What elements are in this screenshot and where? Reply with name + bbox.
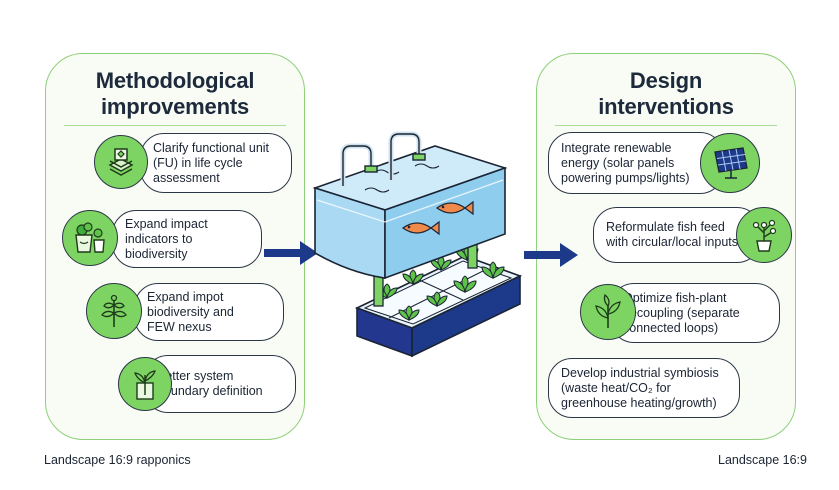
item-text-line: (waste heat/CO₂ for [561, 380, 671, 395]
item-system-boundary: Better system boundary definition [144, 355, 296, 413]
title-divider [555, 125, 777, 127]
item-text-line: Reformulate fish feed [606, 220, 725, 234]
branching-plant-icon [86, 283, 142, 339]
item-text-line: decoupling (separate [623, 305, 740, 320]
item-text-line: Better system [157, 369, 234, 383]
item-text-line: connected loops) [623, 320, 719, 335]
aquaponics-system-illustration [312, 131, 523, 358]
water-pipes [340, 131, 426, 186]
panel-title-methodological: Methodological improvements [46, 68, 304, 120]
plants [376, 243, 505, 321]
item-decoupling: Optimize fish-plant decoupling (separate… [610, 283, 780, 343]
item-functional-unit: Clarify functional unit (FU) in life cyc… [140, 133, 292, 193]
plant-in-container-icon [118, 357, 172, 411]
item-renewable-energy: Integrate renewable energy (solar panels… [548, 132, 724, 194]
item-text-line: indicators to [125, 231, 193, 246]
right-arrow-icon [524, 243, 578, 267]
item-text-line: Develop industrial symbiosis [561, 365, 719, 380]
item-text-line: Optimize fish-plant [623, 290, 727, 305]
right-arrow-icon [264, 241, 318, 265]
stacked-layers-icon [94, 135, 148, 189]
panel-title-design: Design interventions [537, 68, 795, 120]
item-text-line: biodiversity and [147, 304, 234, 319]
item-text-line: Expand impact [125, 216, 208, 231]
item-text-line: with circular/local inputs [606, 235, 738, 249]
solar-panel-icon [700, 133, 760, 193]
panel-title-line-2: improvements [101, 94, 249, 119]
item-text-line: Expand impot [147, 289, 224, 304]
item-text-line: energy (solar panels [561, 155, 675, 170]
caption-bottom-left: Landscape 16:9 rapponics [44, 453, 191, 467]
item-text-line: greenhouse heating/growth) [561, 395, 717, 410]
item-impact-indicators: Expand impact indicators to biodiversity [112, 210, 262, 268]
title-divider [64, 125, 286, 127]
panel-title-line-1: Methodological [95, 68, 255, 93]
item-few-nexus: Expand impot biodiversity and FEW nexus [134, 283, 284, 341]
fish-tank [312, 145, 508, 280]
panel-title-line-1: Design [629, 68, 703, 93]
item-text-line: boundary definition [157, 384, 263, 398]
item-industrial-symbiosis: Develop industrial symbiosis (waste heat… [548, 358, 740, 418]
caption-bottom-right: Landscape 16:9 [718, 453, 807, 467]
item-text-line: Clarify functional unit [153, 140, 270, 155]
item-fish-feed: Reformulate fish feed with circular/loca… [593, 207, 761, 263]
item-text-line: powering pumps/lights) [561, 170, 690, 185]
potted-plants-icon [62, 210, 118, 266]
fish [401, 200, 474, 236]
item-text-line: FEW nexus [147, 319, 212, 334]
panel-title-line-2: interventions [598, 94, 734, 119]
item-text-line: assessment [153, 170, 220, 185]
item-text-line: biodiversity [125, 246, 188, 261]
sprouting-pot-icon [736, 207, 792, 263]
item-text-line: Integrate renewable [561, 140, 672, 155]
leafy-plant-icon [580, 284, 636, 340]
item-text-line: (FU) in life cycle [153, 155, 243, 170]
